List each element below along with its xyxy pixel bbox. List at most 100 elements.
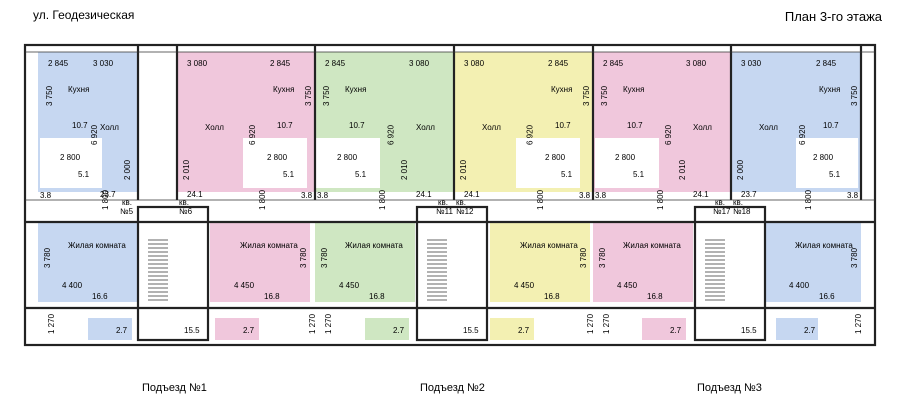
living-room-label: Жилая комната [240,241,298,250]
stairwell [693,205,767,342]
dimension-top-a: 2 845 [603,59,624,68]
dimension-top-b: 2 845 [548,59,569,68]
balcony-fill [490,318,534,340]
living-room-label: Жилая комната [68,241,126,250]
living-room-area: 16.8 [369,292,385,301]
kitchen-area: 10.7 [349,121,365,130]
bathroom-area: 5.1 [633,170,645,179]
bathroom-fill [243,138,307,188]
dimension-bath-width: 2 800 [615,153,636,162]
dimension-bath-width: 2 800 [60,153,81,162]
dimension-hall-height: 6 920 [798,124,807,145]
dimension-kitchen-height: 3 750 [850,85,859,106]
living-room-fill [210,222,310,302]
kitchen-area: 10.7 [627,121,643,130]
living-room-area: 16.6 [92,292,108,301]
corridor-area: 3.8 [595,191,607,200]
corridor-area: 3.8 [40,191,52,200]
dimension-top-a: 3 080 [187,59,208,68]
hall-label: Холл [759,123,778,132]
dimension-bath-height: 2 010 [459,159,468,180]
bathroom-area: 5.1 [829,170,841,179]
bathroom-fill [796,138,858,188]
dimension-corridor: 1 800 [656,189,665,210]
balcony-fill [642,318,686,340]
balcony-fill [365,318,409,340]
corridor-area: 3.8 [317,191,329,200]
hall-area: 23.7 [100,190,116,199]
dimension-living-height: 3 780 [320,247,329,268]
dimension-hall-height: 6 920 [248,124,257,145]
dimension-top-b: 2 845 [270,59,291,68]
apartment-number: №11 [436,207,453,216]
kitchen-area: 10.7 [555,121,571,130]
stair-area: 15.5 [184,326,200,335]
kitchen-label: Кухня [819,85,840,94]
kitchen-label: Кухня [623,85,644,94]
dimension-bath-width: 2 800 [545,153,566,162]
dimension-living-width: 4 450 [617,281,638,290]
living-room-fill [490,222,590,302]
dimension-bath-width: 2 800 [267,153,288,162]
hall-area: 23.7 [741,190,757,199]
balcony-area: 2.7 [393,326,405,335]
apartment-label: кв. [122,198,132,207]
balcony-area: 2.7 [804,326,816,335]
living-room-area: 16.8 [264,292,280,301]
kitchen-label: Кухня [273,85,294,94]
dimension-living-height: 3 780 [579,247,588,268]
apartment-number: №12 [456,207,474,216]
dimension-hall-height: 6 920 [664,124,673,145]
apartment-number: №6 [179,207,193,216]
dimension-corridor: 1 800 [101,189,110,210]
bathroom-fill [316,138,380,188]
dimension-living-height: 3 780 [43,247,52,268]
stairwell [415,205,489,342]
bathroom-area: 5.1 [283,170,295,179]
dimension-top-a: 3 080 [464,59,485,68]
apartment-number: №18 [733,207,751,216]
bathroom-area: 5.1 [78,170,90,179]
living-room-label: Жилая комната [520,241,578,250]
stair-area: 15.5 [463,326,479,335]
apartment-label: кв. [438,198,448,207]
bathroom-fill [516,138,580,188]
dimension-living-width: 4 400 [62,281,83,290]
dimension-balcony: 1 270 [308,313,317,334]
outer-wall [23,43,877,347]
dimension-kitchen-height: 3 750 [304,85,313,106]
living-room-fill [38,222,138,302]
living-room-fill [315,222,415,302]
dimension-top-b: 2 845 [816,59,837,68]
dimension-living-height: 3 780 [598,247,607,268]
hall-area: 24.1 [464,190,480,199]
dimension-hall-height: 6 920 [90,124,99,145]
stairwell [136,205,210,342]
dimension-balcony: 1 270 [586,313,595,334]
hall-label: Холл [482,123,501,132]
dimension-balcony: 1 270 [854,313,863,334]
hall-area: 24.1 [416,190,432,199]
dimension-top-a: 2 845 [325,59,346,68]
living-room-label: Жилая комната [623,241,681,250]
hall-label: Холл [205,123,224,132]
dimension-bath-height: 2 010 [678,159,687,180]
living-room-fill [593,222,693,302]
street-name: ул. Геодезическая [33,8,135,22]
dimension-bath-width: 2 800 [337,153,358,162]
dimension-top-b: 3 080 [409,59,430,68]
bathroom-fill [595,138,659,188]
dimension-living-height: 3 780 [850,247,859,268]
balcony-fill [776,318,818,340]
bathroom-fill [40,138,102,188]
apartment-label: кв. [179,198,189,207]
dimension-bath-height: 2 000 [123,159,132,180]
entrance-label-2: Подъезд №2 [420,382,485,394]
balcony-area: 2.7 [670,326,682,335]
dimension-top-a: 2 845 [48,59,69,68]
dimension-living-width: 4 450 [514,281,535,290]
apartment-label: кв. [715,198,725,207]
bathroom-area: 5.1 [355,170,367,179]
